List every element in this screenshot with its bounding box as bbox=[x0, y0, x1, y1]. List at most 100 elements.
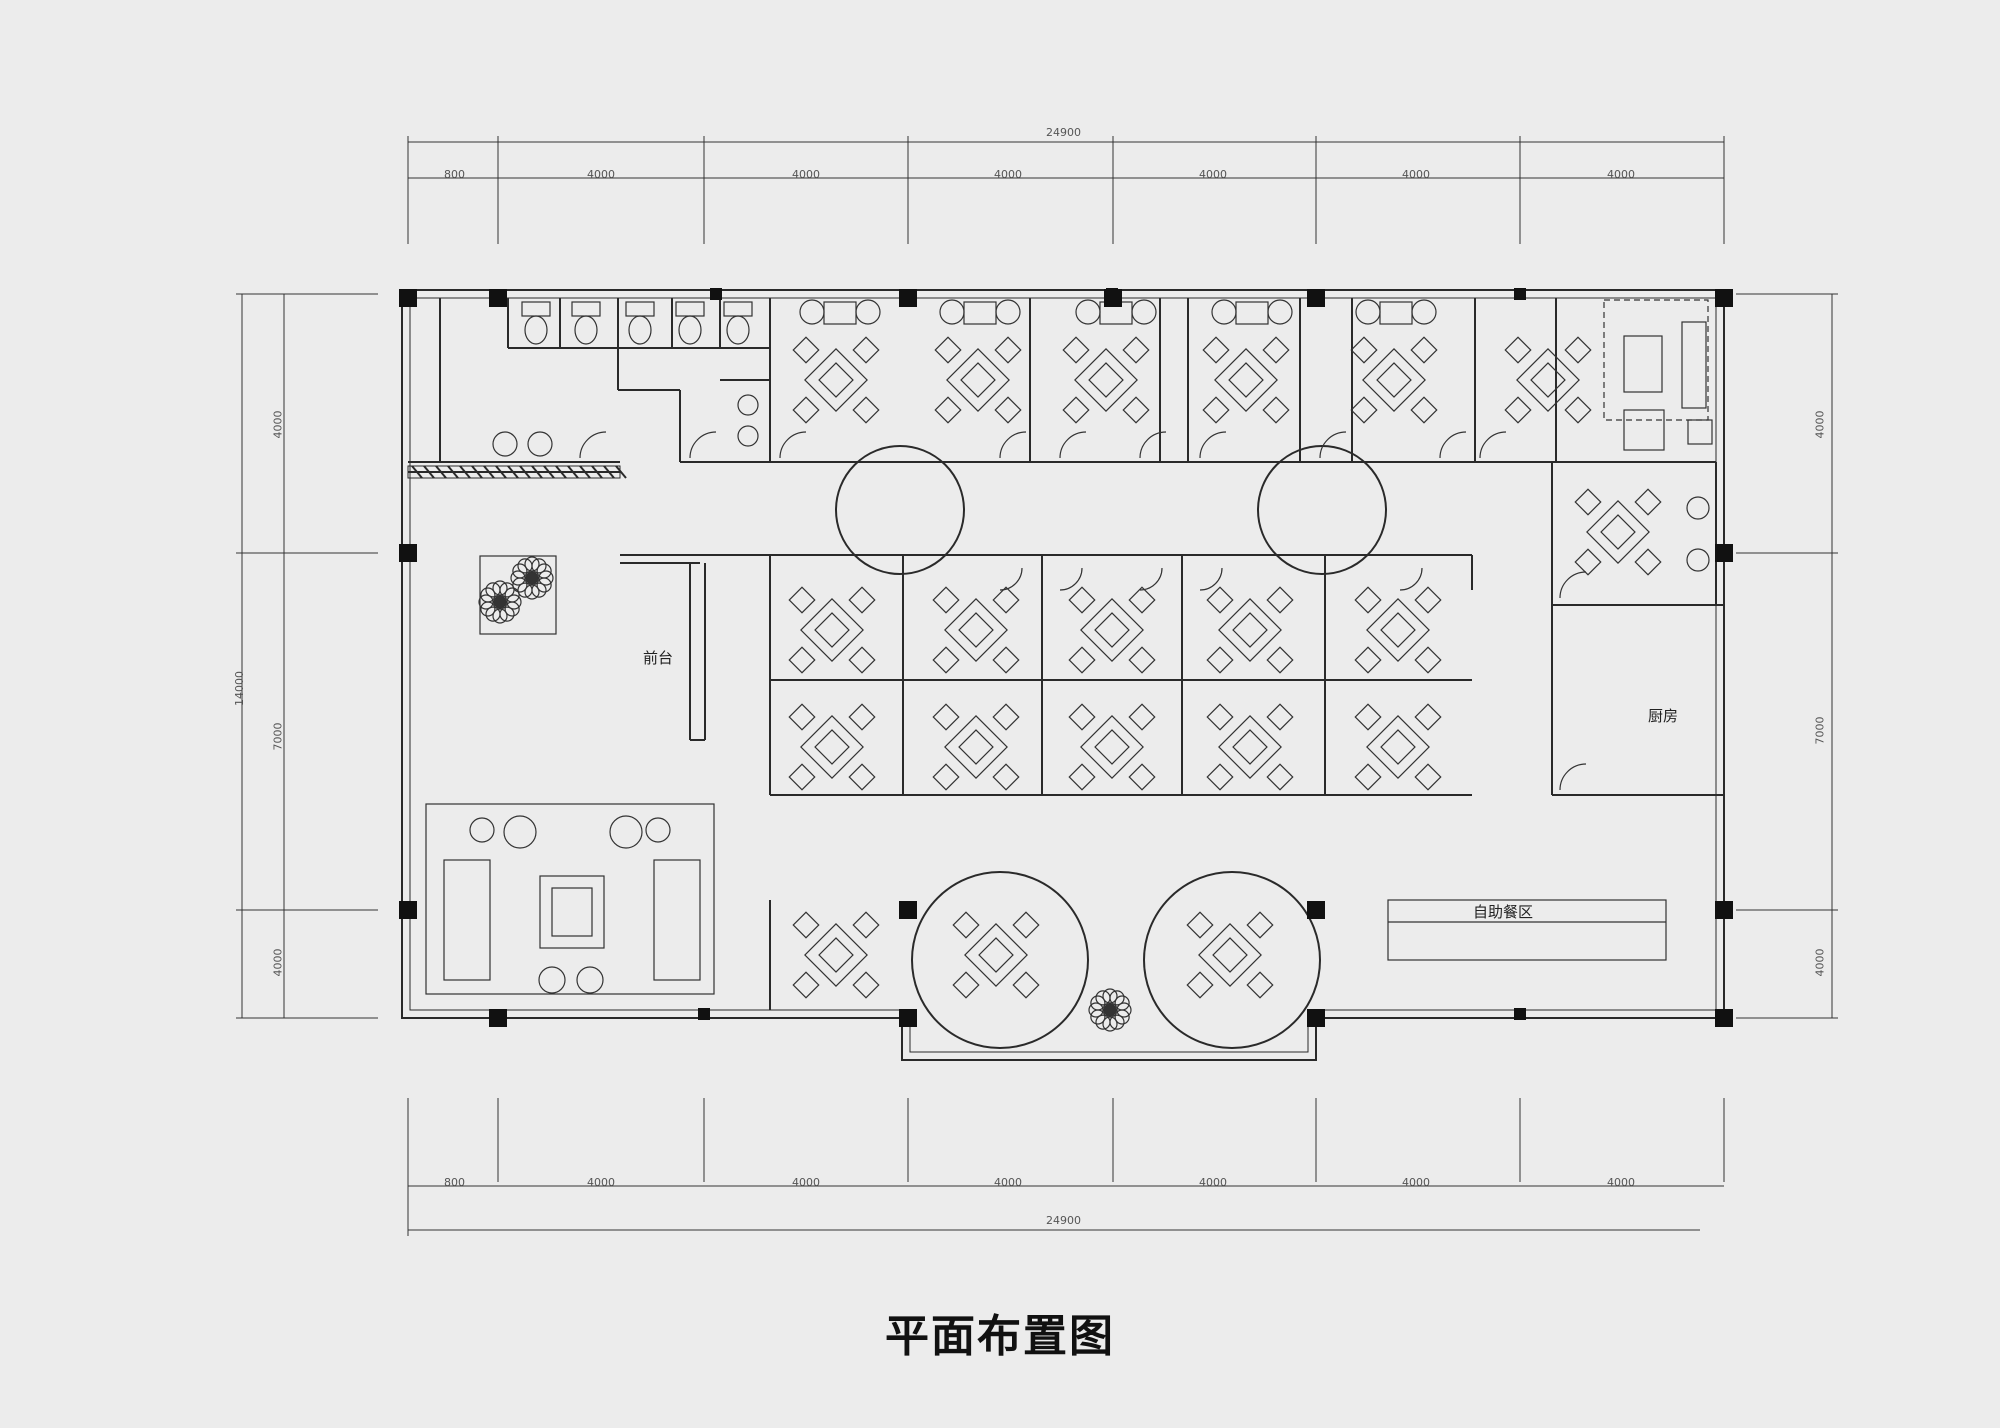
outer-wall bbox=[401, 289, 1725, 1061]
dining-table bbox=[1516, 348, 1580, 412]
chair bbox=[1354, 703, 1382, 731]
dining-table-inlay bbox=[818, 937, 854, 973]
door-swing bbox=[1139, 567, 1163, 591]
dining-table-inlay bbox=[978, 937, 1014, 973]
hatch-mark bbox=[483, 465, 495, 479]
dining-set bbox=[932, 703, 1020, 791]
chair bbox=[1414, 646, 1442, 674]
chair bbox=[848, 586, 876, 614]
dining-set bbox=[932, 586, 1020, 674]
dining-table bbox=[804, 923, 868, 987]
chair bbox=[994, 396, 1022, 424]
dining-table-inlay bbox=[1094, 612, 1130, 648]
dim-bottom-seg-4: 4000 bbox=[994, 1176, 1022, 1189]
chair bbox=[1012, 911, 1040, 939]
hatch-mark bbox=[567, 465, 579, 479]
side-table bbox=[823, 301, 857, 325]
toilet-tank bbox=[675, 301, 705, 317]
coffee-table-inlay bbox=[551, 887, 593, 937]
dining-set bbox=[1062, 336, 1150, 424]
dining-table-inlay bbox=[958, 729, 994, 765]
structural-column bbox=[399, 901, 417, 919]
dining-table-inlay bbox=[814, 612, 850, 648]
plant-leaf bbox=[506, 594, 522, 610]
plant-leaf bbox=[1095, 1014, 1111, 1030]
dining-table bbox=[1218, 715, 1282, 779]
chair bbox=[1068, 763, 1096, 791]
chair bbox=[1350, 396, 1378, 424]
chair bbox=[1634, 488, 1662, 516]
chair bbox=[788, 586, 816, 614]
dining-table-inlay bbox=[1094, 729, 1130, 765]
door-swing bbox=[1559, 571, 1587, 599]
hatch-mark bbox=[495, 465, 507, 479]
plant-leaf bbox=[531, 558, 547, 574]
chair bbox=[792, 396, 820, 424]
dining-table bbox=[1214, 348, 1278, 412]
plant-leaf bbox=[524, 556, 540, 572]
dining-set bbox=[1206, 586, 1294, 674]
dining-table-inlay bbox=[960, 362, 996, 398]
dining-set bbox=[1574, 488, 1662, 576]
chair bbox=[932, 586, 960, 614]
chair bbox=[1266, 763, 1294, 791]
door-swing bbox=[999, 431, 1027, 459]
plant-center bbox=[493, 595, 507, 609]
chair bbox=[1266, 586, 1294, 614]
chair bbox=[792, 971, 820, 999]
chair bbox=[1354, 763, 1382, 791]
plant-leaf bbox=[1114, 995, 1130, 1011]
toilet-bowl bbox=[524, 315, 548, 345]
armchair bbox=[1131, 299, 1157, 325]
armchair bbox=[1411, 299, 1437, 325]
side-stool bbox=[645, 817, 671, 843]
door-swing bbox=[1319, 431, 1347, 459]
dim-bottom-seg-7: 4000 bbox=[1607, 1176, 1635, 1189]
door-swing bbox=[999, 567, 1023, 591]
chair bbox=[1266, 703, 1294, 731]
plant-leaf bbox=[480, 587, 496, 603]
chair bbox=[1206, 703, 1234, 731]
structural-column-small bbox=[1106, 288, 1118, 300]
dim-top-seg-7: 4000 bbox=[1607, 168, 1635, 181]
drawing-title: 平面布置图 bbox=[885, 1311, 1115, 1362]
structural-column bbox=[489, 289, 507, 307]
chair bbox=[992, 646, 1020, 674]
dining-table-inlay bbox=[1380, 729, 1416, 765]
washbasin bbox=[737, 425, 759, 447]
plant-center bbox=[1103, 1003, 1117, 1017]
side-table bbox=[963, 301, 997, 325]
dining-table bbox=[944, 715, 1008, 779]
chair bbox=[1068, 646, 1096, 674]
chair bbox=[852, 396, 880, 424]
dim-top-seg-2: 4000 bbox=[587, 168, 615, 181]
toilet-tank bbox=[521, 301, 551, 317]
chair bbox=[1068, 703, 1096, 731]
dining-table bbox=[804, 348, 868, 412]
hatch-mark bbox=[531, 465, 543, 479]
chair bbox=[1504, 336, 1532, 364]
dim-bottom-seg-1: 800 bbox=[444, 1176, 465, 1189]
structural-column-small bbox=[1514, 288, 1526, 300]
room-label-reception: 前台 bbox=[643, 649, 674, 667]
structural-column-small bbox=[698, 1008, 710, 1020]
structural-column bbox=[1715, 1009, 1733, 1027]
dim-left-overall: 14000 bbox=[233, 671, 246, 706]
dining-set bbox=[788, 703, 876, 791]
dining-table bbox=[1366, 598, 1430, 662]
dining-table-inlay bbox=[1232, 612, 1268, 648]
round-room-2 bbox=[1257, 445, 1387, 575]
coffee-table bbox=[539, 875, 605, 949]
hatch-mark bbox=[603, 465, 615, 479]
plant-leaf bbox=[492, 608, 508, 624]
lounge-chair bbox=[503, 815, 537, 849]
chair bbox=[1128, 586, 1156, 614]
chair bbox=[1414, 703, 1442, 731]
chair bbox=[1574, 488, 1602, 516]
chair bbox=[1202, 336, 1230, 364]
chair bbox=[1574, 548, 1602, 576]
side-table bbox=[1379, 301, 1413, 325]
dining-table-inlay bbox=[1212, 937, 1248, 973]
sofa bbox=[1681, 321, 1707, 409]
chair bbox=[934, 396, 962, 424]
